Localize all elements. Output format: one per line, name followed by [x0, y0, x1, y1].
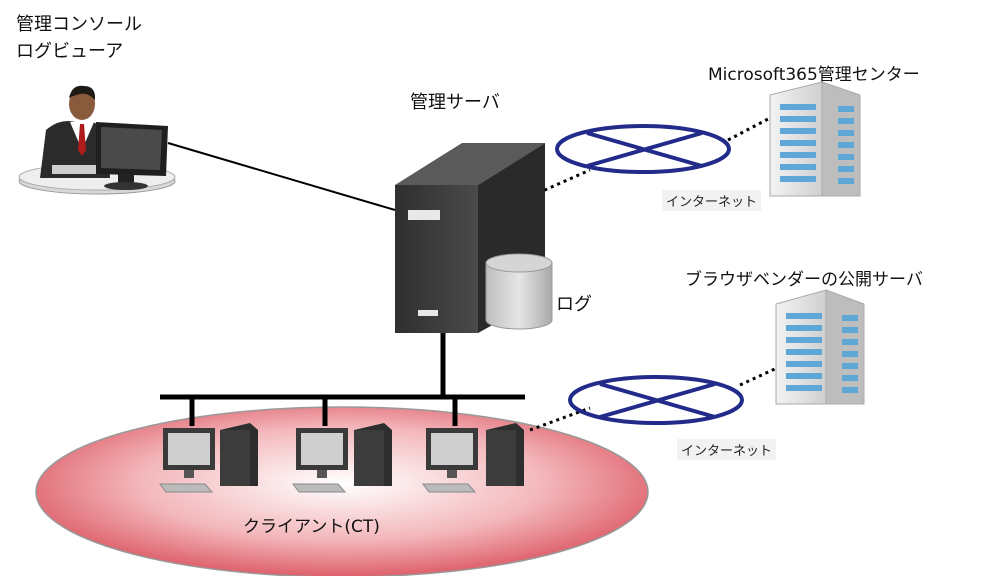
internet-links	[529, 116, 791, 432]
ms365-label: Microsoft365管理センター	[708, 65, 920, 85]
server-label: 管理サーバ	[410, 92, 500, 113]
internet-cloud-icon	[568, 375, 744, 425]
log-label: ログ	[556, 294, 592, 315]
building-icon	[775, 289, 865, 405]
client-pc-icon	[422, 423, 524, 493]
vendor-server-label: ブラウザベンダーの公開サーバ	[685, 270, 923, 290]
log-database-icon	[485, 253, 553, 330]
console-label-line2: ログビューア	[16, 41, 124, 62]
clients-label: クライアント(CT)	[243, 517, 380, 537]
internet-cloud-icon	[555, 124, 731, 174]
client-pc-icon	[292, 423, 392, 493]
console-link	[167, 142, 396, 211]
internet-label-top: インターネット	[662, 190, 762, 211]
building-icon	[769, 81, 861, 197]
admin-person-icon	[18, 85, 176, 195]
lan-bus	[160, 328, 525, 426]
internet-label-bottom: インターネット	[677, 439, 777, 460]
client-pc-icon	[159, 423, 258, 493]
console-label-line1: 管理コンソール	[16, 14, 142, 35]
